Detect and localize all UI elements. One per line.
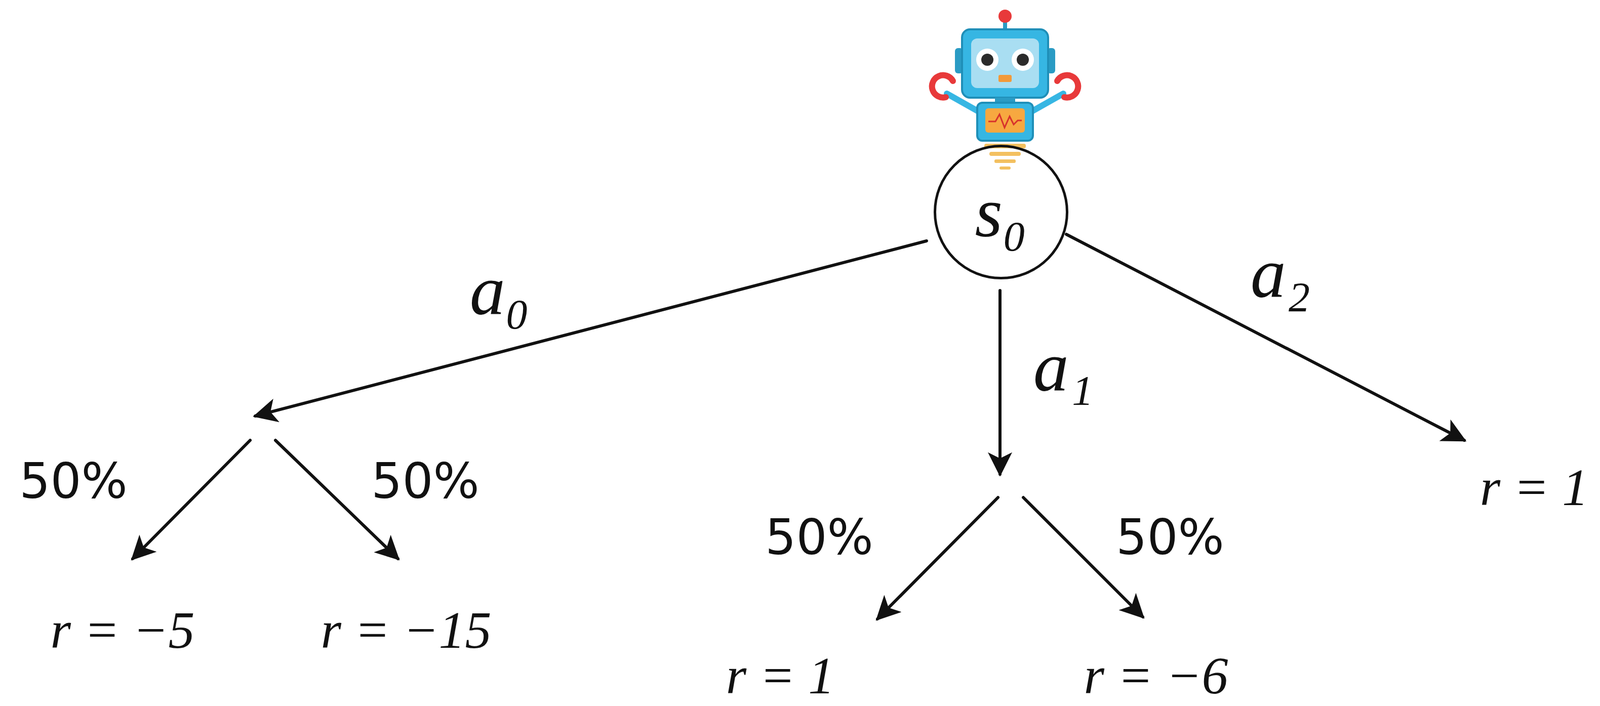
action-arrow	[255, 241, 927, 417]
state-circle: s₀	[933, 144, 1069, 280]
reward-label: r = 1	[726, 649, 835, 703]
probability-label: 50%	[371, 457, 479, 506]
reward-label: r = −5	[50, 604, 195, 657]
reward-label: r = −6	[1084, 649, 1229, 703]
action-arrow	[998, 290, 1002, 475]
branch-arrows	[132, 234, 1465, 620]
probability-label: 50%	[1115, 513, 1224, 563]
action-label: a₀	[469, 255, 531, 327]
action-arrow	[1066, 234, 1465, 441]
action-label: a₂	[1250, 237, 1311, 309]
state-name: s₀	[974, 171, 1027, 254]
outcome-arrow	[132, 440, 251, 559]
reward-label: r = 1	[1480, 461, 1589, 514]
probability-label: 50%	[19, 457, 128, 506]
outcome-arrow	[877, 497, 998, 620]
reward-label: r = −15	[321, 604, 492, 657]
action-label: a₁	[1033, 331, 1094, 403]
probability-label: 50%	[765, 513, 873, 563]
